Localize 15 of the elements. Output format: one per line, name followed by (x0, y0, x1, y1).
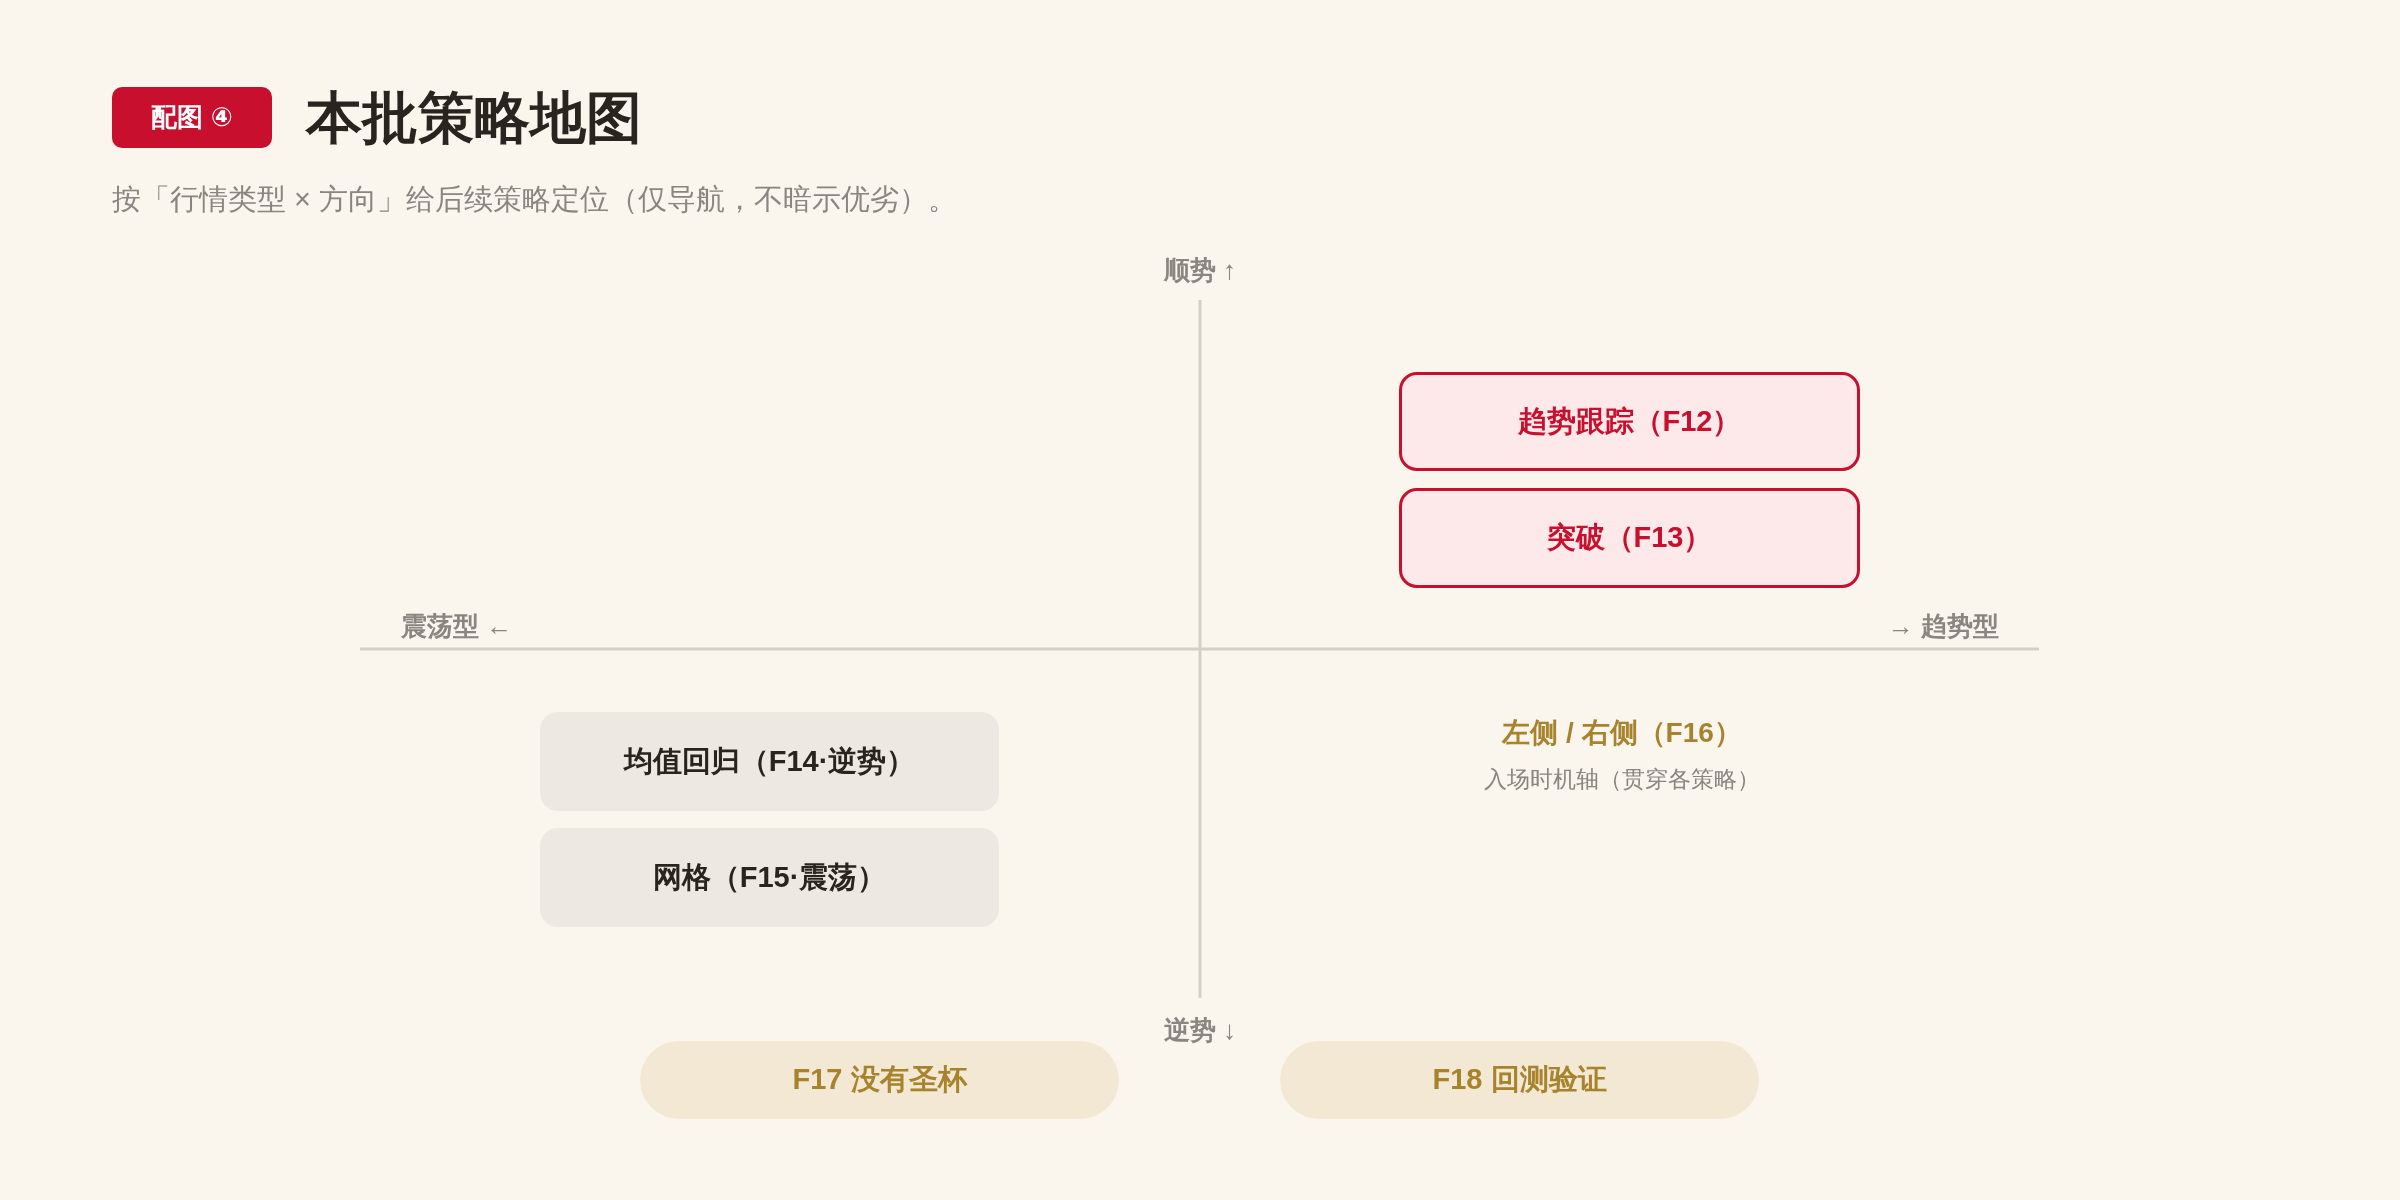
axis-label: → 趋势型 (1887, 610, 1999, 643)
strategy-card: 网格（F15·震荡） (540, 828, 999, 927)
note-pill: F17 没有圣杯 (640, 1041, 1119, 1119)
strategy-card: 突破（F13） (1399, 488, 1860, 588)
figure-number-tag: 配图 ④ (112, 87, 272, 148)
axis-label: 震荡型 ← (401, 610, 513, 643)
strategy-card: 趋势跟踪（F12） (1399, 372, 1860, 471)
title-heading: 本批策略地图 (306, 85, 642, 151)
axis-note-text: 入场时机轴（贯穿各策略） (1484, 765, 1760, 794)
note-pill: F18 回测验证 (1280, 1041, 1759, 1119)
strategy-card: 均值回归（F14·逆势） (540, 712, 999, 811)
subtitle-text: 按「行情类型 × 方向」给后续策略定位（仅导航，不暗示优劣）。 (112, 182, 958, 217)
axis-label: 顺势 ↑ (1163, 254, 1237, 287)
axis-note-heading: 左侧 / 右侧（F16） (1502, 716, 1742, 750)
axis-label: 逆势 ↓ (1163, 1014, 1237, 1047)
